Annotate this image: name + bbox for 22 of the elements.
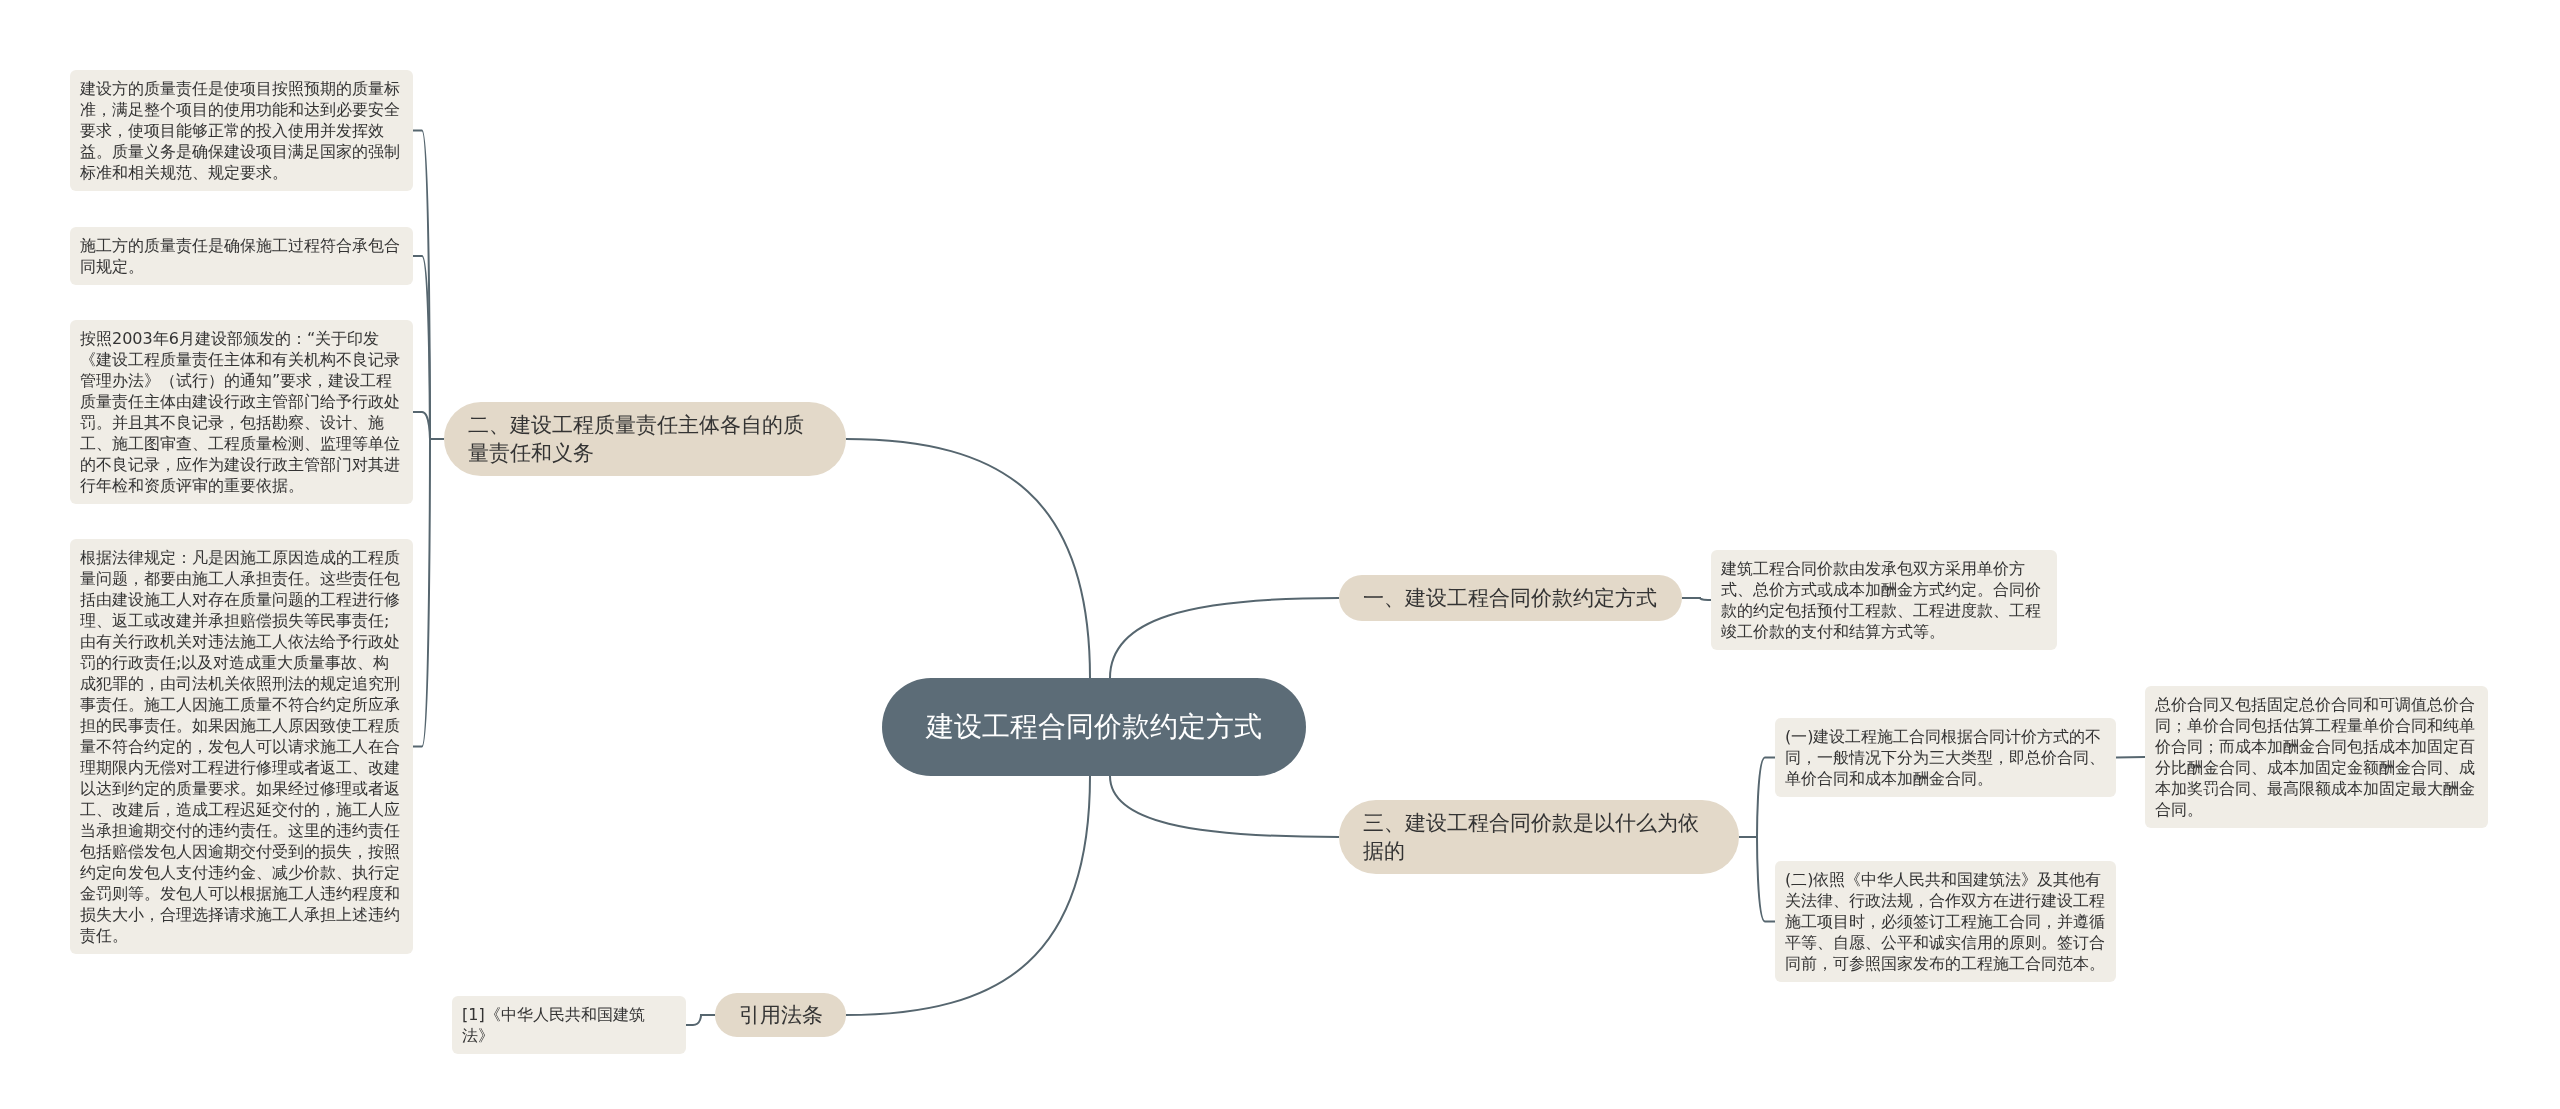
note-card: 建设方的质量责任是使项目按照预期的质量标准，满足整个项目的使用功能和达到必要安全要求，使项目能够正常的投入使用并发挥效益。质量义务是确保建设项目满足国家的强制标准和相关规范、规定要求。 [70, 70, 413, 191]
topic-bubble: 一、建设工程合同价款约定方式 [1339, 575, 1682, 621]
note-card: 总价合同又包括固定总价合同和可调值总价合同；单价合同包括估算工程量单价合同和纯单价合同；而成本加酬金合同包括成本加固定百分比酬金合同、成本加固定金额酬金合同、成本加奖罚合同、最高限额成本加固定最大酬金合同。 [2145, 686, 2488, 828]
connector-line [2115, 756, 2146, 759]
connector-line [685, 1014, 716, 1026]
connector-line [845, 438, 1091, 679]
connector-line [845, 775, 1091, 1016]
central-topic: 建设工程合同价款约定方式 [882, 678, 1306, 776]
topic-bubble: 引用法条 [715, 993, 846, 1037]
note-card: 施工方的质量责任是确保施工过程符合承包合同规定。 [70, 227, 413, 285]
connector-line [412, 438, 445, 748]
connector-line [1109, 775, 1340, 838]
note-card: (一)建设工程施工合同根据合同计价方式的不同，一般情况下分为三大类型，即总价合同、单价合同和成本加酬金合同。 [1775, 718, 2116, 797]
connector-line [1681, 597, 1712, 601]
topic-bubble: 二、建设工程质量责任主体各自的质量责任和义务 [444, 402, 846, 476]
note-card: [1]《中华人民共和国建筑法》 [452, 996, 686, 1054]
note-card: 按照2003年6月建设部颁发的：“关于印发《建设工程质量责任主体和有关机构不良记录管理办法》（试行）的通知”要求，建设工程质量责任主体由建设行政主管部门给予行政处罚。并且其不良记录，包括勘察、设计、施工、施工图审查、工程质量检测、监理等单位的不良记录，应作为建设行政主管部门对其进行年检和资质评审的重要依据。 [70, 320, 413, 504]
note-card: 建筑工程合同价款由发承包双方采用单价方式、总价方式或成本加酬金方式约定。合同价款的约定包括预付工程款、工程进度款、工程竣工价款的支付和结算方式等。 [1711, 550, 2057, 650]
connector-line [1109, 597, 1340, 679]
note-card: 根据法律规定：凡是因施工原因造成的工程质量问题，都要由施工人承担责任。这些责任包括由建设施工人对存在质量问题的工程进行修理、返工或改建并承担赔偿损失等民事责任;由有关行政机关对违法施工人依法给予行政处罚的行政责任;以及对造成重大质量事故、构成犯罪的，由司法机关依照刑法的规定追究刑事责任。施工人因施工质量不符合约定所应承担的民事责任。如果因施工人原因致使工程质量不符合约定的，发包人可以请求施工人在合理期限内无偿对工程进行修理或者返工、改建以达到约定的质量要求。如果经过修理或者返工、改建后，造成工程迟延交付的，施工人应当承担逾期交付的违约责任。这里的违约责任包括赔偿发包人因逾期交付受到的损失，按照约定向发包人支付违约金、减少价款、执行定金罚则等。发包人可以根据施工人违约程度和损失大小，合理选择请求施工人承担上述违约责任。 [70, 539, 413, 954]
topic-bubble: 三、建设工程合同价款是以什么为依据的 [1339, 800, 1739, 874]
note-card: (二)依照《中华人民共和国建筑法》及其他有关法律、行政法规，合作双方在进行建设工程施工项目时，必须签订工程施工合同，并遵循平等、自愿、公平和诚实信用的原则。签订合同前，可参照国家发布的工程施工合同范本。 [1775, 861, 2116, 982]
